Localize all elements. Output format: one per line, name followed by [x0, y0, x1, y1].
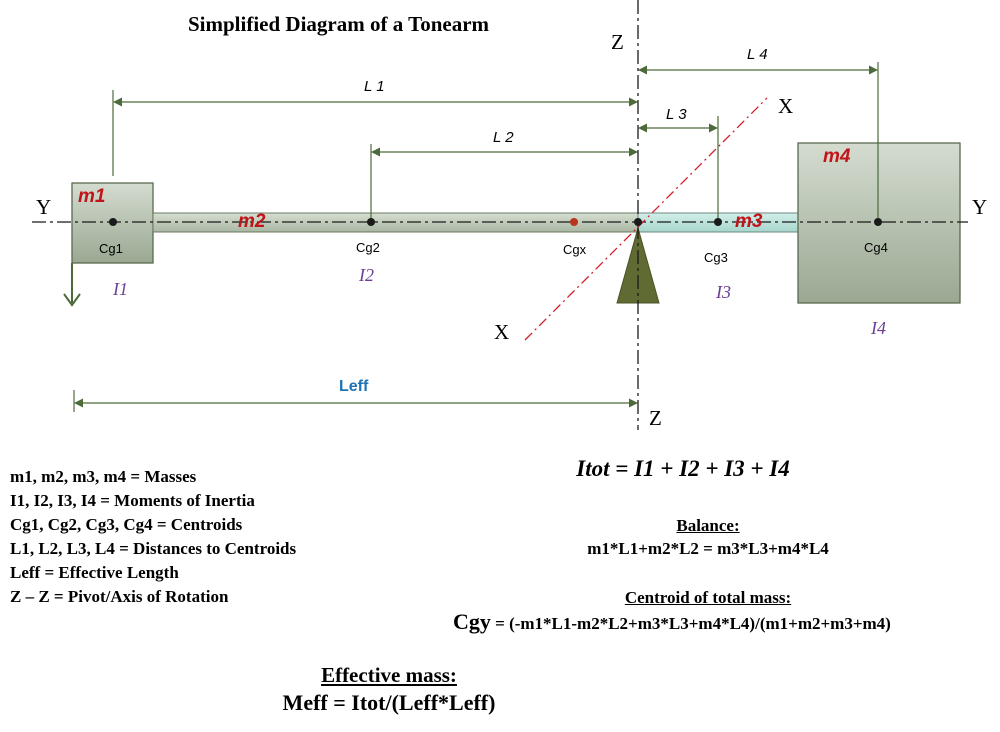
axis-z-bottom-label: Z [649, 406, 662, 430]
centroid-cg4-dot [874, 218, 882, 226]
centroid-heading: Centroid of total mass: [624, 588, 792, 607]
centroid-cg1-dot [109, 218, 117, 226]
inertia-i4-label: I4 [871, 318, 886, 338]
mass-m3-label: m3 [735, 211, 763, 232]
centroid-cg4-label: Cg4 [864, 240, 888, 255]
mass-m2-label: m2 [238, 211, 266, 232]
dim-l2-label: L 2 [493, 129, 514, 146]
centroid-cg2-dot [367, 218, 375, 226]
legend-line: Leff = Effective Length [10, 563, 179, 582]
axis-y-left-label: Y [36, 195, 52, 219]
inertia-i3-label: I3 [716, 282, 731, 302]
centroid-cg3-label: Cg3 [704, 250, 728, 265]
legend-line: L1, L2, L3, L4 = Distances to Centroids [10, 539, 297, 558]
axis-z-top-label: Z [611, 30, 624, 54]
pivot-dot [634, 218, 642, 226]
centroid-cg3-dot [714, 218, 722, 226]
balance-heading: Balance: [676, 516, 740, 535]
balance-formula: m1*L1+m2*L2 = m3*L3+m4*L4 [587, 539, 829, 558]
legend-line: Z – Z = Pivot/Axis of Rotation [10, 587, 229, 606]
mass-m1-label: m1 [78, 186, 106, 207]
diagram-title: Simplified Diagram of a Tonearm [188, 12, 490, 36]
dim-l1-label: L 1 [364, 78, 385, 95]
dim-l3-label: L 3 [666, 106, 687, 123]
dim-leff-label: Leff [339, 378, 369, 395]
dim-l4-label: L 4 [747, 46, 768, 63]
centroid-cg2-label: Cg2 [356, 240, 380, 255]
itot-formula: Itot = I1 + I2 + I3 + I4 [576, 456, 790, 481]
cgy-expression: = (-m1*L1-m2*L2+m3*L3+m4*L4)/(m1+m2+m3+m… [490, 614, 891, 633]
centroid-cgx-dot [570, 218, 578, 226]
stylus-tip-icon [63, 293, 81, 307]
axis-y-right-label: Y [972, 195, 988, 219]
cgy-formula: Cgy = (-m1*L1-m2*L2+m3*L3+m4*L4)/(m1+m2+… [453, 609, 891, 635]
cgy-label: Cgy [453, 609, 491, 634]
legend-line: I1, I2, I3, I4 = Moments of Inertia [10, 491, 255, 510]
legend-line: m1, m2, m3, m4 = Masses [10, 467, 197, 486]
legend-line: Cg1, Cg2, Cg3, Cg4 = Centroids [10, 515, 243, 534]
inertia-i1-label: I1 [113, 279, 128, 299]
centroid-cgx-label: Cgx [563, 242, 587, 257]
inertia-i2-label: I2 [359, 265, 374, 285]
x-axis-line [524, 97, 768, 341]
axis-x-bottom-label: X [494, 320, 510, 344]
meff-formula: Meff = Itot/(Leff*Leff) [282, 690, 496, 715]
centroid-cg1-label: Cg1 [99, 241, 123, 256]
mass-m4-label: m4 [823, 146, 851, 167]
extension-lines [73, 62, 879, 412]
effmass-heading: Effective mass: [321, 663, 457, 687]
axis-x-top-label: X [778, 94, 794, 118]
pivot-triangle [616, 226, 660, 304]
